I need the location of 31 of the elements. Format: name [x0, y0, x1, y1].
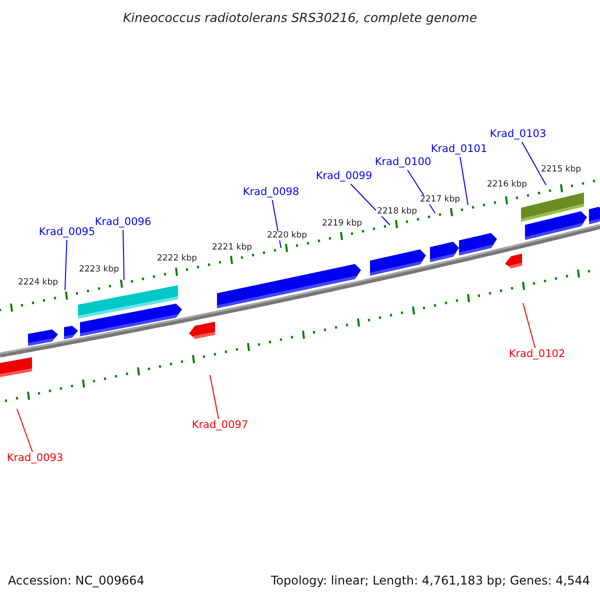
scale-label: 2224 kbp	[16, 278, 60, 288]
gene-label: Krad_0093	[6, 453, 64, 465]
scale-label: 2215 kbp	[540, 165, 582, 175]
gene-label: Krad_0100	[374, 157, 432, 169]
leader-line	[521, 142, 546, 186]
scale-label: 2216 kbp	[486, 180, 528, 190]
accession-text: Accession: NC_009664	[8, 574, 144, 588]
scale-label: 2220 kbp	[266, 231, 308, 241]
title: Kineococcus radiotolerans SRS30216, complete genome	[122, 11, 478, 25]
scale-label: 2222 kbp	[156, 254, 198, 264]
gene-label: Krad_0102	[508, 349, 566, 361]
gene-label: Krad_0101	[430, 144, 488, 156]
leader-line	[122, 230, 124, 280]
gene-label: Krad_0095	[38, 227, 96, 239]
leader-line	[350, 184, 390, 226]
scale-label: 2219 kbp	[320, 219, 364, 229]
gene-label: Krad_0103	[490, 129, 546, 141]
scale-label: 2218 kbp	[376, 207, 418, 217]
leader-line	[16, 408, 33, 452]
gene-label: Krad_0098	[242, 187, 300, 199]
scale-label: 2221 kbp	[210, 243, 254, 253]
leader-line	[64, 240, 68, 290]
leader-line	[522, 302, 536, 348]
gene-label: Krad_0097	[192, 420, 248, 432]
gene-label: Krad_0099	[316, 171, 372, 183]
leader-line	[210, 374, 220, 420]
genome-summary: Topology: linear; Length: 4,761,183 bp; Genes: 4,544	[270, 574, 590, 588]
scale-label: 2217 kbp	[418, 195, 462, 205]
gene-label: Krad_0096	[94, 217, 152, 229]
scale-label: 2223 kbp	[78, 265, 120, 275]
leader-line	[460, 156, 468, 206]
